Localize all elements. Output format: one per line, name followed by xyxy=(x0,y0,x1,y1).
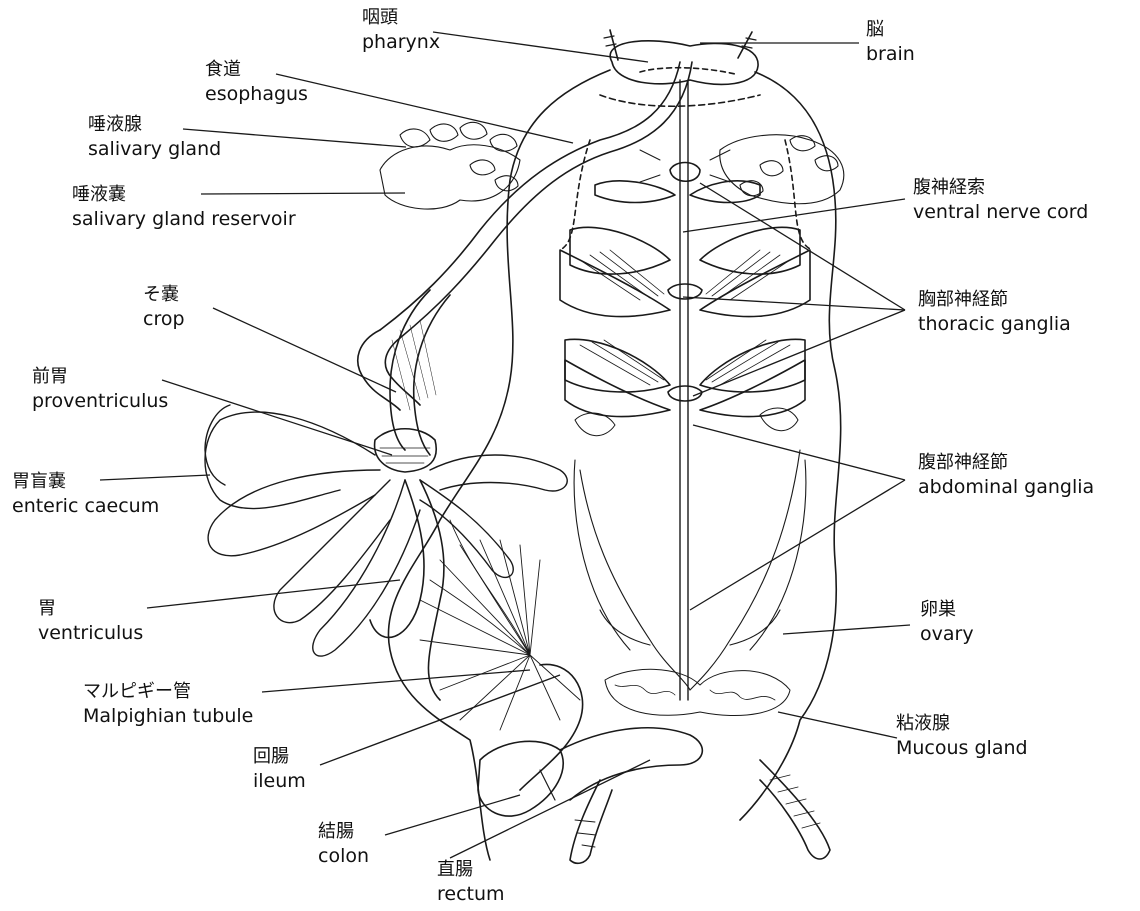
ovariole-left xyxy=(580,470,690,690)
label-brain: 脳 brain xyxy=(866,18,915,66)
label-esophagus-ja: 食道 xyxy=(205,58,308,82)
label-rectum-en: rectum xyxy=(437,882,505,906)
label-ventral-nerve-cord-ja: 腹神経索 xyxy=(913,176,1088,200)
label-ventriculus-ja: 胃 xyxy=(38,597,143,621)
label-proventriculus-en: proventriculus xyxy=(32,389,168,413)
esophagus xyxy=(380,62,680,330)
label-ventriculus: 胃 ventriculus xyxy=(38,597,143,645)
label-pharynx-en: pharynx xyxy=(362,30,440,54)
label-crop-ja: そ嚢 xyxy=(143,283,185,307)
crop xyxy=(390,290,430,450)
label-pharynx: 咽頭 pharynx xyxy=(362,6,440,54)
leader-ileum xyxy=(320,675,560,765)
label-abdominal-ganglia-en: abdominal ganglia xyxy=(918,475,1094,499)
label-ovary-en: ovary xyxy=(920,622,974,646)
leader-proventriculus xyxy=(162,380,392,455)
label-crop: そ嚢 crop xyxy=(143,283,185,331)
label-ventral-nerve-cord: 腹神経索 ventral nerve cord xyxy=(913,176,1088,224)
label-malpighian-ja: マルピギー管 xyxy=(83,680,253,704)
label-ventriculus-en: ventriculus xyxy=(38,621,143,645)
label-brain-en: brain xyxy=(866,42,915,66)
label-colon-ja: 結腸 xyxy=(318,820,369,844)
label-colon-en: colon xyxy=(318,844,369,868)
body-outline-right xyxy=(740,72,841,820)
cercus-right xyxy=(760,760,830,859)
label-salivary-reservoir-ja: 唾液嚢 xyxy=(72,183,296,207)
label-malpighian-en: Malpighian tubule xyxy=(83,704,253,728)
label-ovary-ja: 卵巣 xyxy=(920,598,974,622)
label-thoracic-ganglia: 胸部神経節 thoracic ganglia xyxy=(918,288,1071,336)
leader-abdominal-1 xyxy=(693,425,905,480)
label-proventriculus: 前胃 proventriculus xyxy=(32,365,168,413)
label-enteric-caecum: 胃盲嚢 enteric caecum xyxy=(12,470,159,518)
label-ovary: 卵巣 ovary xyxy=(920,598,974,646)
label-colon: 結腸 colon xyxy=(318,820,369,868)
caecum-1 xyxy=(205,412,375,509)
ovariole-right xyxy=(690,450,800,690)
brain-outline xyxy=(610,41,758,85)
label-mucous-gland: 粘液腺 Mucous gland xyxy=(896,712,1028,760)
label-thoracic-ganglia-ja: 胸部神経節 xyxy=(918,288,1071,312)
label-abdominal-ganglia-ja: 腹部神経節 xyxy=(918,451,1094,475)
antenna-right xyxy=(738,32,752,58)
label-rectum-ja: 直腸 xyxy=(437,858,505,882)
label-esophagus-en: esophagus xyxy=(205,82,308,106)
label-thoracic-ganglia-en: thoracic ganglia xyxy=(918,312,1071,336)
label-enteric-caecum-en: enteric caecum xyxy=(12,494,159,518)
label-proventriculus-ja: 前胃 xyxy=(32,365,168,389)
label-esophagus: 食道 esophagus xyxy=(205,58,308,106)
label-rectum: 直腸 rectum xyxy=(437,858,505,906)
label-mucous-gland-ja: 粘液腺 xyxy=(896,712,1028,736)
label-crop-en: crop xyxy=(143,307,185,331)
label-malpighian-tubule: マルピギー管 Malpighian tubule xyxy=(83,680,253,728)
label-ileum-en: ileum xyxy=(253,769,306,793)
rectum xyxy=(560,728,702,800)
label-abdominal-ganglia: 腹部神経節 abdominal ganglia xyxy=(918,451,1094,499)
ganglion-3 xyxy=(668,386,702,401)
label-ventral-nerve-cord-en: ventral nerve cord xyxy=(913,200,1088,224)
label-enteric-caecum-ja: 胃盲嚢 xyxy=(12,470,159,494)
label-salivary-gland: 唾液腺 salivary gland xyxy=(88,113,221,161)
ganglion-1 xyxy=(670,163,700,182)
label-salivary-gland-ja: 唾液腺 xyxy=(88,113,221,137)
ileum xyxy=(520,664,583,790)
label-salivary-gland-en: salivary gland xyxy=(88,137,221,161)
label-ileum: 回腸 ileum xyxy=(253,745,306,793)
label-pharynx-ja: 咽頭 xyxy=(362,6,440,30)
colon xyxy=(478,741,563,816)
mucous-gland xyxy=(605,669,790,715)
label-ileum-ja: 回腸 xyxy=(253,745,306,769)
leader-ovary xyxy=(783,625,910,634)
label-salivary-reservoir: 唾液嚢 salivary gland reservoir xyxy=(72,183,296,231)
salivary-gland-right xyxy=(720,135,844,204)
label-brain-ja: 脳 xyxy=(866,18,915,42)
label-salivary-reservoir-en: salivary gland reservoir xyxy=(72,207,296,231)
leader-crop xyxy=(213,308,396,392)
label-mucous-gland-en: Mucous gland xyxy=(896,736,1028,760)
leader-abdominal-2 xyxy=(690,480,905,610)
leader-malpighian xyxy=(262,670,530,692)
